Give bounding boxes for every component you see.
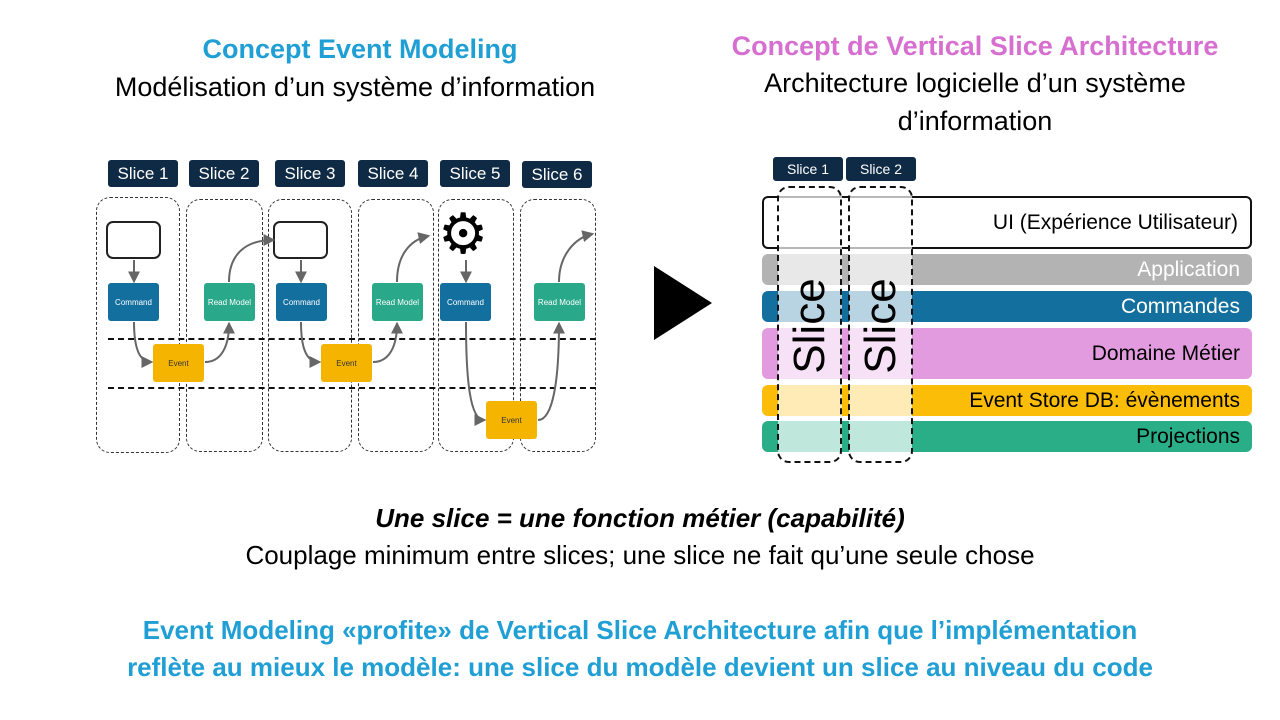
slice-tag-2: Slice 2 [189,160,259,187]
command-block-3: Command [440,283,491,321]
vsa-slice-tag-1: Slice 1 [773,157,843,181]
slice-column-4 [358,199,434,452]
coupling-statement: Couplage minimum entre slices; une slice… [245,540,1035,570]
command-block-2: Command [276,283,327,321]
slice-column-5 [438,199,514,452]
slice-overlay-2 [849,186,912,462]
slice-column-1 [96,197,180,453]
event-modeling-subtitle: Modélisation d’un système d’information [114,72,596,102]
ui-mockup-box-1 [106,221,161,259]
play-arrow-icon [654,266,712,340]
layer-domaine-metier: Domaine Métier [762,328,1252,379]
slice-overlay-1 [778,186,842,462]
slice-tag-6: Slice 6 [522,161,592,188]
event-block-3: Event [486,401,537,439]
event-block-2: Event [321,344,372,382]
slice-column-3 [268,199,352,452]
slice-tag-3: Slice 3 [275,160,345,187]
event-block-1: Event [153,344,204,382]
gear-icon: ⚙ [438,202,489,265]
ui-mockup-box-2 [273,221,328,259]
conclusion-line-2: reflète au mieux le modèle: une slice du… [127,652,1153,682]
command-block-1: Command [108,283,159,321]
flow-arrows [128,230,595,426]
layer-projections: Projections [762,421,1252,452]
layer-event-store: Event Store DB: évènements [762,385,1252,416]
read-model-block-3: Read Model [534,283,585,321]
slice-tag-4: Slice 4 [358,160,428,187]
vsa-slice-label-1: Slice [785,278,834,374]
slice-tag-5: Slice 5 [440,160,510,187]
conclusion-line-1: Event Modeling «profite» de Vertical Sli… [142,615,1138,645]
slice-definition: Une slice = une fonction métier (capabil… [375,503,905,533]
event-modeling-title: Concept Event Modeling [202,34,518,64]
vsa-slice-column-2 [848,186,913,463]
vsa-subtitle-line2: d’information [897,106,1053,136]
swimlane-divider-1 [108,338,596,340]
swimlane-divider-2 [108,387,596,389]
slice-tag-1: Slice 1 [108,160,178,187]
vsa-slice-column-1 [777,186,842,463]
vsa-title: Concept de Vertical Slice Architecture [731,31,1219,61]
layer-ui: UI (Expérience Utilisateur) [762,196,1252,249]
layer-commandes: Commandes [762,291,1252,322]
slice-column-2 [186,199,263,452]
read-model-block-1: Read Model [204,283,255,321]
slice-column-6 [520,199,596,452]
layer-application: Application [762,254,1252,285]
vsa-slice-label-2: Slice [856,278,905,374]
read-model-block-2: Read Model [372,283,423,321]
vsa-subtitle-line1: Architecture logicielle d’un système [764,68,1186,98]
vsa-slice-tag-2: Slice 2 [846,157,916,181]
